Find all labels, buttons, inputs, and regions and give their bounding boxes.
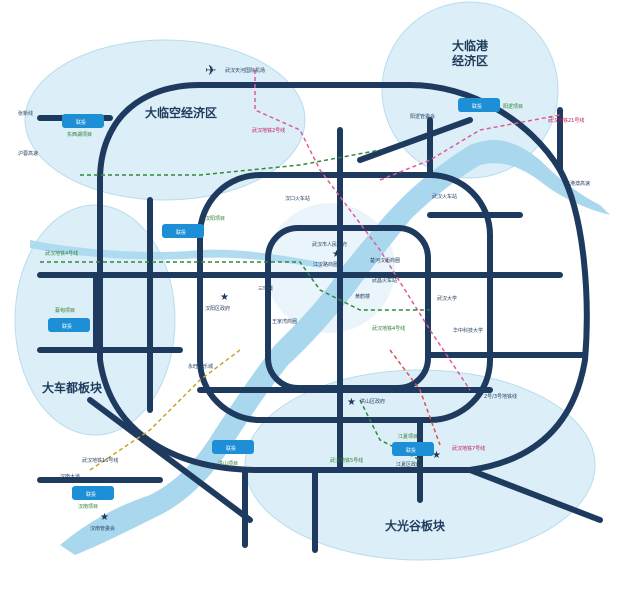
metro-label-4: 武汉地铁4号线	[45, 250, 78, 257]
road-ne-1	[357, 117, 473, 163]
star-hannan-icon: ★	[100, 512, 109, 523]
badge-hongshan	[212, 440, 254, 454]
badge-jiangxia-text: 联投	[406, 447, 416, 454]
project-yangluo: 阳逻项目	[503, 103, 523, 110]
road-east-south	[467, 467, 603, 523]
place-chuhe: 楚河汉街商圈	[370, 257, 400, 264]
ring-4	[97, 82, 590, 473]
zone-label-port-2: 经济区	[452, 53, 488, 68]
metro-line-16	[89, 349, 241, 471]
badge-hongshan-text: 联投	[226, 445, 236, 452]
place-hanyang-gov: 汉阳区政府	[205, 305, 230, 312]
airport-label: 武汉天河国际机场	[225, 67, 265, 74]
place-hust: 华中科技大学	[453, 327, 483, 334]
metro-labels: 武汉地铁2号线 武汉地铁21号线 武汉地铁4号线 武汉地铁16号线 武汉地铁5号…	[45, 117, 584, 464]
airport-marker: ✈ 武汉天河国际机场	[205, 63, 265, 79]
airplane-icon: ✈	[205, 63, 217, 79]
place-whu: 武汉大学	[437, 295, 457, 302]
metro-label-16: 武汉地铁16号线	[82, 457, 118, 464]
ring-3	[197, 172, 493, 423]
project-hannan: 汉南项目	[78, 503, 98, 510]
metro-line-2	[254, 70, 471, 391]
project-hanyang: 汉阳项目	[205, 215, 225, 222]
metro-label-7: 武汉地铁7号线	[452, 445, 485, 452]
place-jiangxia-gov: 江夏区政府	[396, 461, 421, 468]
zone-airport-area	[24, 39, 306, 201]
zone-label-optics: 大光谷板块	[385, 518, 446, 533]
metro-label-2b: 2号/3号地铁线	[484, 393, 517, 400]
badge-jiangxia	[392, 442, 434, 456]
badge-caidian	[48, 318, 90, 332]
project-hongshan: 洪山项目	[218, 460, 238, 467]
metro-label-4b: 武汉地铁4号线	[372, 325, 405, 332]
star-hongshan-icon: ★	[347, 397, 356, 408]
project-badges: 联投 东西湖项目 联投 汉阳项目 联投 蔡甸项目 联投 洪山项目 联投 江夏项目…	[48, 98, 523, 510]
star-city-hall-icon: ★	[332, 249, 341, 260]
metro-label-5: 武汉地铁5号线	[330, 457, 363, 464]
badge-caidian-text: 联投	[62, 323, 72, 330]
place-jianghan: 江汉路商圈	[313, 261, 338, 268]
road-label-hurong: 沪蓉高速	[18, 150, 38, 157]
place-yellow-crane: 黄鹤楼	[355, 293, 370, 300]
metro-label-2: 武汉地铁2号线	[252, 127, 285, 134]
road-labels: 张新线 沪蓉高速 三环线 京港澳高速 汉南大道	[18, 110, 590, 480]
badge-hannan-text: 联投	[86, 491, 96, 498]
road-label-hannan: 汉南大道	[60, 473, 80, 480]
place-hongshan-gov: 洪山区政府	[360, 398, 385, 405]
zone-label-airport: 大临空经济区	[145, 105, 217, 120]
place-wangjiawan: 王家湾商圈	[272, 318, 297, 325]
place-yangluo-committee: 阳逻管委会	[410, 113, 435, 120]
project-jiangxia: 江夏项目	[398, 433, 418, 440]
metro-lines	[40, 70, 561, 471]
place-city-hall: 武汉市人民政府	[312, 241, 347, 248]
road-label-jingzhu: 京港澳高速	[565, 180, 590, 187]
zone-center-area	[265, 203, 395, 333]
places: 阳逻管委会 汉口火车站 武汉火车站 武昌火车站 ★ 武汉市人民政府 江汉路商圈 …	[90, 113, 483, 532]
badge-hannan	[72, 486, 114, 500]
metro-line-5	[359, 399, 421, 461]
star-jiangxia-icon: ★	[432, 450, 441, 461]
place-hannan-committee: 汉南管委会	[90, 525, 115, 532]
han-river	[30, 240, 322, 268]
place-hankou-station: 汉口火车站	[285, 195, 310, 202]
place-yongwang: 永旺梦乐城	[188, 363, 213, 370]
yangtze-river	[60, 140, 610, 555]
project-dongxihu: 东西湖项目	[67, 131, 92, 138]
metro-line-4	[40, 261, 430, 311]
metro-line-airport	[80, 149, 381, 176]
zone-label-port-1: 大临港	[452, 38, 489, 53]
place-wuhan-station: 武汉火车站	[432, 193, 457, 200]
road-diag-sw	[87, 397, 253, 523]
zone-label-caidian: 大车都板块	[42, 380, 103, 395]
road-label-sanhuan: 三环线	[258, 285, 273, 292]
star-hanyang-icon: ★	[220, 292, 229, 303]
metro-line-7	[389, 349, 441, 446]
badge-yangluo	[458, 98, 500, 112]
badge-hanyang	[162, 224, 204, 238]
badge-hanyang-text: 联投	[176, 229, 186, 236]
badge-dongxihu	[62, 114, 104, 128]
metro-label-21: 武汉地铁21号线	[548, 117, 584, 124]
place-wuchang-station: 武昌火车站	[372, 277, 397, 284]
badge-dongxihu-text: 联投	[76, 119, 86, 126]
road-label-zhangxin: 张新线	[18, 110, 33, 117]
project-caidian: 蔡甸项目	[55, 307, 75, 314]
badge-yangluo-text: 联投	[472, 103, 482, 110]
